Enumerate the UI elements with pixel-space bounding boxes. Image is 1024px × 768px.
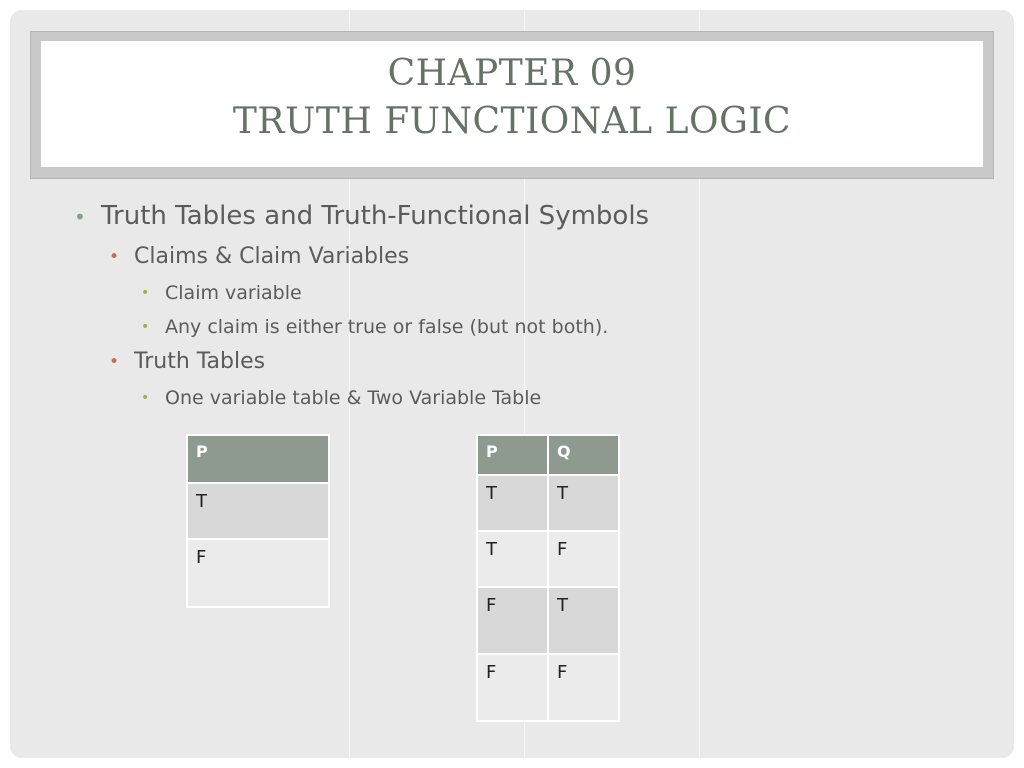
- outline-item-label: Claims & Claim Variables: [134, 244, 410, 269]
- table-cell: T: [476, 474, 549, 532]
- table-header-row: P Q: [476, 434, 620, 476]
- table-cell: T: [547, 474, 620, 532]
- one-variable-table: P T F: [186, 434, 330, 608]
- bullet-icon: •: [141, 319, 150, 335]
- background-line: [349, 10, 350, 758]
- background-line: [699, 10, 700, 758]
- slide: CHAPTER 09 TRUTH FUNCTIONAL LOGIC • Trut…: [10, 10, 1014, 758]
- outline-item-label: Any claim is either true or false (but n…: [165, 316, 609, 338]
- table-cell: F: [547, 530, 620, 588]
- outline-item-label: Truth Tables and Truth-Functional Symbol…: [101, 201, 650, 231]
- outline-item-label: Truth Tables: [134, 349, 266, 374]
- bullet-icon: •: [74, 205, 86, 229]
- bullet-icon: •: [109, 247, 120, 267]
- outline-item-label: Claim variable: [165, 282, 302, 304]
- table-header-row: P: [186, 434, 330, 484]
- column-header-q: Q: [547, 434, 620, 476]
- table-row: F T: [476, 586, 620, 655]
- table-cell: T: [186, 482, 330, 540]
- title-line-1: CHAPTER 09: [387, 53, 637, 94]
- bullet-icon: •: [141, 285, 150, 301]
- table-cell: T: [476, 530, 549, 588]
- table-cell: F: [476, 653, 549, 722]
- bullet-icon: •: [141, 390, 150, 406]
- table-cell: F: [186, 538, 330, 608]
- outline-item-claims: • Claims & Claim Variables: [109, 244, 410, 269]
- table-cell: F: [547, 653, 620, 722]
- column-header-p: P: [476, 434, 549, 476]
- table-row: F: [186, 538, 330, 608]
- outline-item-table-types: • One variable table & Two Variable Tabl…: [141, 387, 542, 409]
- title-box: CHAPTER 09 TRUTH FUNCTIONAL LOGIC: [41, 41, 983, 167]
- outline-item-label: One variable table & Two Variable Table: [165, 387, 542, 409]
- two-variable-table: P Q T T T F F T F F: [476, 434, 620, 722]
- bullet-icon: •: [109, 352, 120, 372]
- column-header-p: P: [186, 434, 330, 484]
- background-line: [524, 10, 525, 758]
- table-row: T T: [476, 474, 620, 532]
- outline-item-level1: • Truth Tables and Truth-Functional Symb…: [74, 201, 650, 231]
- title-line-2: TRUTH FUNCTIONAL LOGIC: [232, 101, 792, 142]
- outline-item-claim-variable: • Claim variable: [141, 282, 302, 304]
- table-cell: T: [547, 586, 620, 655]
- bullet-outline: • Truth Tables and Truth-Functional Symb…: [10, 10, 1014, 430]
- table-row: T: [186, 482, 330, 540]
- title-frame: CHAPTER 09 TRUTH FUNCTIONAL LOGIC: [30, 31, 994, 179]
- table-cell: F: [476, 586, 549, 655]
- outline-item-truth-tables: • Truth Tables: [109, 349, 266, 374]
- outline-item-any-claim: • Any claim is either true or false (but…: [141, 316, 609, 338]
- table-row: F F: [476, 653, 620, 722]
- table-row: T F: [476, 530, 620, 588]
